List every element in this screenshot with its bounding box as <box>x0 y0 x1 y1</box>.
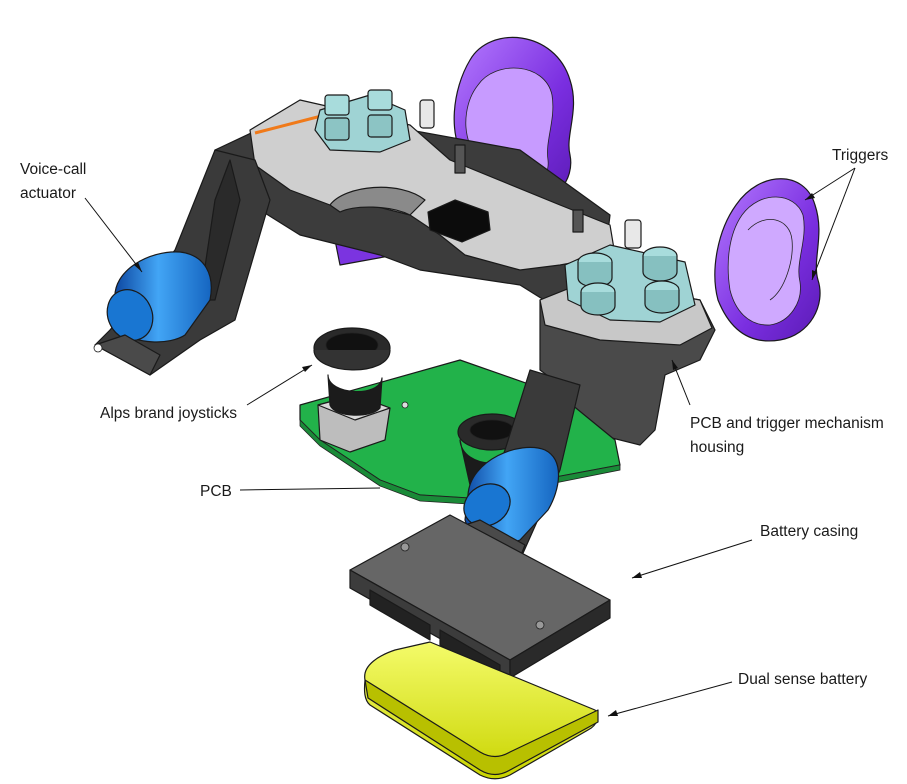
leader-lines <box>84 167 856 717</box>
action-buttons <box>564 244 696 323</box>
label-battery: Dual sense battery <box>738 671 867 688</box>
dpad-buttons <box>314 89 642 249</box>
dual-sense-battery <box>363 641 599 780</box>
label-joysticks: Alps brand joysticks <box>100 405 237 422</box>
label-triggers: Triggers <box>832 147 889 164</box>
left-joystick <box>313 327 391 453</box>
left-voice-call-actuator <box>93 149 271 376</box>
label-voice-call-actuator-2: actuator <box>20 185 76 202</box>
label-housing-1: PCB and trigger mechanism <box>690 415 884 432</box>
label-voice-call-actuator-1: Voice-call <box>20 161 86 178</box>
label-pcb: PCB <box>200 483 232 500</box>
label-battery-casing: Battery casing <box>760 523 858 540</box>
right-voice-call-actuator <box>449 369 581 589</box>
label-housing-2: housing <box>690 439 744 456</box>
right-trigger <box>714 178 821 342</box>
trigger-mechanism-housing <box>214 99 716 446</box>
